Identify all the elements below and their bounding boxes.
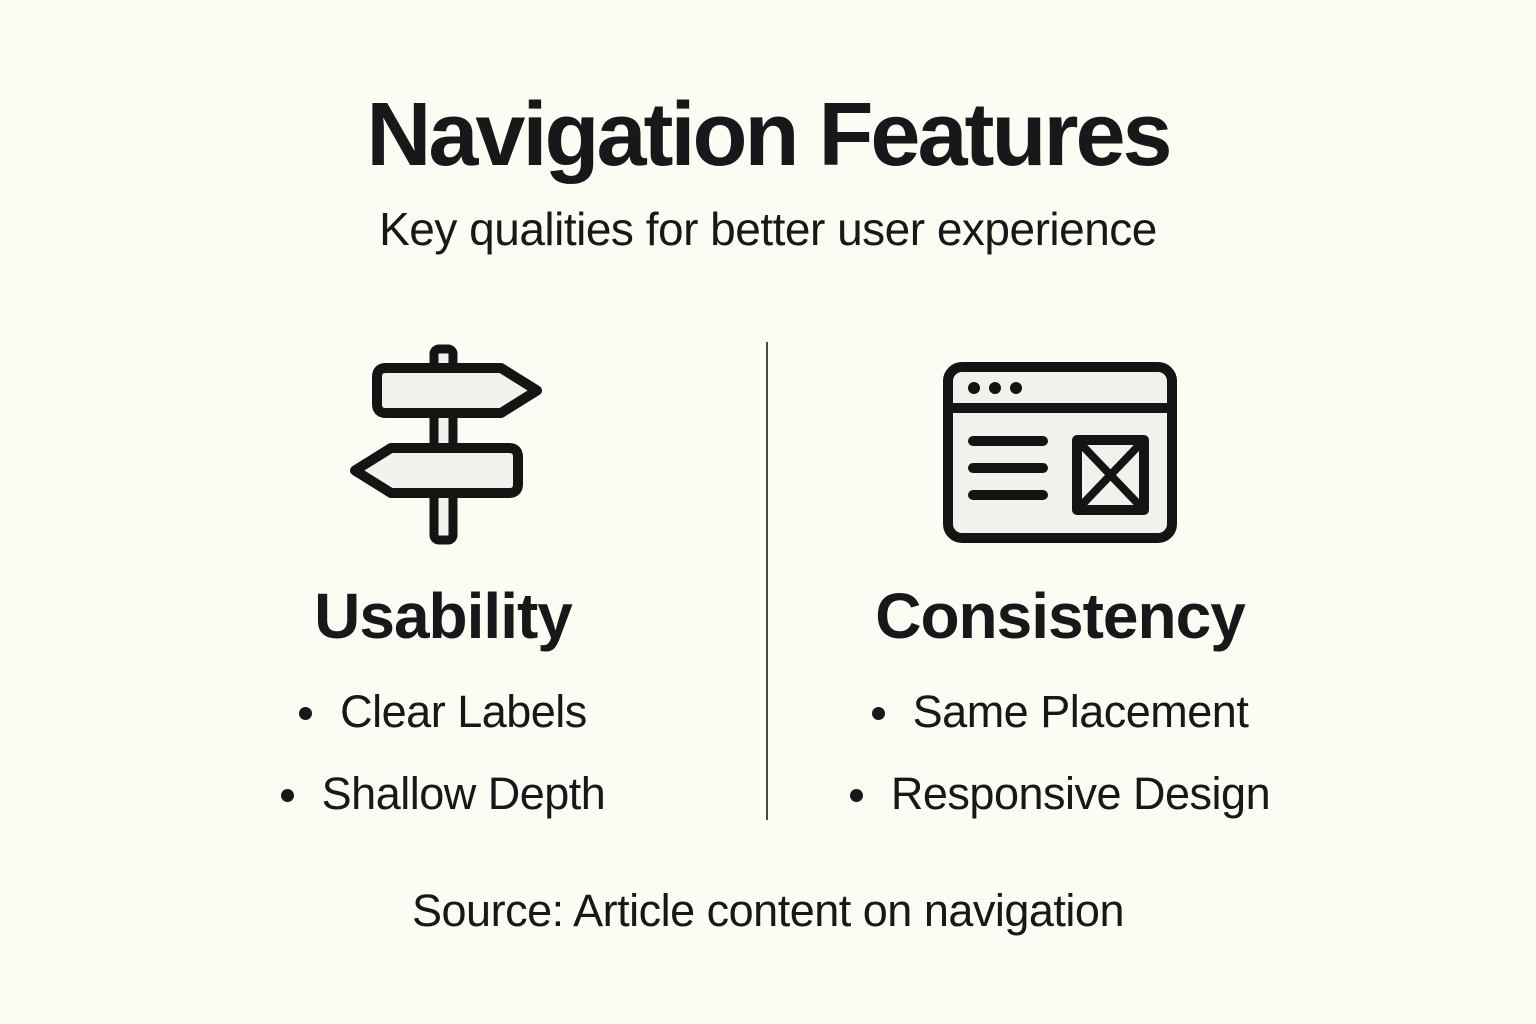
bullet-dot: [849, 789, 863, 803]
bullet-text: Responsive Design: [890, 767, 1271, 819]
column-heading-usability: Usability: [314, 580, 573, 652]
bullet-dot: [280, 789, 294, 803]
bullet-item: Same Placement: [871, 686, 1249, 738]
bullet-text: Same Placement: [912, 686, 1249, 737]
bullet-list-consistency: Same Placement Responsive Design: [849, 686, 1271, 820]
column-heading-consistency: Consistency: [875, 580, 1246, 652]
bullet-dot: [871, 707, 885, 721]
footer: Source: Article content on navigation: [0, 884, 1536, 938]
page-title: Navigation Features: [366, 85, 1172, 185]
feature-columns: Usability Clear Labels Shallow Depth: [0, 338, 1536, 820]
bullet-text: Clear Labels: [340, 686, 587, 737]
bullet-dot: [299, 707, 313, 721]
bullet-item: Clear Labels: [299, 686, 587, 738]
bullet-item: Shallow Depth: [280, 767, 606, 820]
bullet-text: Shallow Depth: [321, 767, 606, 819]
page-subtitle: Key qualities for better user experience: [379, 202, 1157, 255]
browser-window-icon: [942, 338, 1178, 550]
source-note: Source: Article content on navigation: [412, 885, 1124, 936]
bullet-list-usability: Clear Labels Shallow Depth: [280, 686, 606, 820]
column-usability: Usability Clear Labels Shallow Depth: [133, 338, 753, 820]
column-consistency: Consistency Same Placement Responsive De…: [750, 338, 1370, 820]
vertical-divider: [766, 342, 768, 820]
signpost-icon: [345, 338, 542, 550]
header: Navigation Features Key qualities for be…: [0, 88, 1536, 253]
bullet-item: Responsive Design: [849, 767, 1271, 820]
